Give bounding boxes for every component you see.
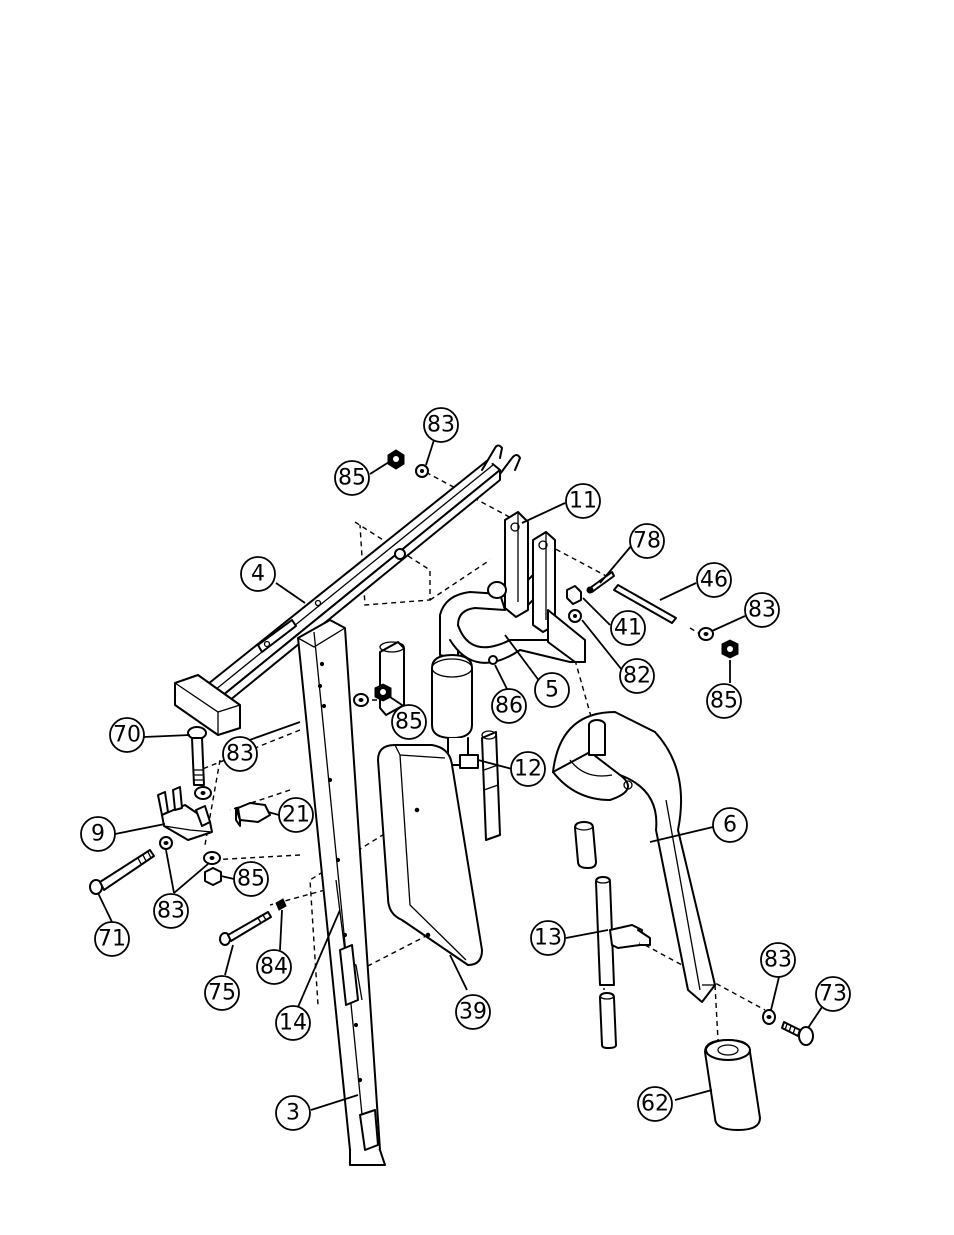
svg-text:4: 4: [251, 562, 265, 587]
callout-75: 75: [204, 975, 240, 1011]
callout-46: 46: [696, 562, 732, 598]
svg-text:83: 83: [764, 948, 792, 973]
svg-text:82: 82: [623, 664, 651, 689]
svg-text:83: 83: [226, 742, 254, 767]
upper-hardware: [387, 449, 739, 665]
part-62-roller: [704, 1039, 761, 1131]
svg-text:85: 85: [237, 867, 265, 892]
callout-62: 62: [637, 1086, 673, 1122]
svg-text:14: 14: [279, 1011, 307, 1036]
callout-83-bottom-right: 83: [760, 942, 796, 978]
svg-text:21: 21: [282, 803, 310, 828]
svg-text:41: 41: [614, 616, 642, 641]
seat-tube: [353, 641, 405, 716]
svg-text:71: 71: [98, 927, 126, 952]
callout-11: 11: [565, 483, 601, 519]
callout-78: 78: [629, 523, 665, 559]
svg-text:83: 83: [748, 598, 776, 623]
callout-86: 86: [491, 688, 527, 724]
svg-text:86: 86: [495, 694, 523, 719]
part-39-back-pad: [377, 744, 483, 966]
callout-9: 9: [80, 816, 116, 852]
left-hardware: [89, 726, 287, 946]
callout-4: 4: [240, 556, 276, 592]
svg-text:9: 9: [91, 822, 105, 847]
callout-85-right: 85: [706, 683, 742, 719]
part-11-bracket: [504, 511, 556, 633]
svg-text:39: 39: [459, 1000, 487, 1025]
svg-text:13: 13: [534, 926, 562, 951]
callout-39: 39: [455, 994, 491, 1030]
svg-text:84: 84: [260, 955, 288, 980]
right-lower-hardware: [762, 1009, 814, 1046]
callout-85-left: 85: [233, 861, 269, 897]
callout-70: 70: [109, 717, 145, 753]
callout-71: 71: [94, 921, 130, 957]
svg-text:6: 6: [723, 813, 737, 838]
callout-84: 84: [256, 949, 292, 985]
callout-14: 14: [275, 1005, 311, 1041]
svg-text:85: 85: [710, 689, 738, 714]
callout-82: 82: [619, 658, 655, 694]
callout-83-right: 83: [744, 592, 780, 628]
part-3-upright: [297, 619, 386, 1166]
callout-6: 6: [712, 807, 748, 843]
svg-text:11: 11: [569, 489, 597, 514]
svg-text:73: 73: [819, 982, 847, 1007]
callout-83-top: 83: [423, 407, 459, 443]
svg-text:83: 83: [427, 413, 455, 438]
callout-5: 5: [534, 672, 570, 708]
svg-text:75: 75: [208, 981, 236, 1006]
svg-text:5: 5: [545, 678, 559, 703]
callout-21: 21: [278, 797, 314, 833]
callout-41: 41: [610, 610, 646, 646]
svg-text:12: 12: [514, 757, 542, 782]
callout-85-mid: 85: [391, 704, 427, 740]
callout-85-top: 85: [334, 460, 370, 496]
callout-83-left-top: 83: [222, 736, 258, 772]
callout-83-left-bottom: 83: [153, 893, 189, 929]
svg-text:85: 85: [338, 466, 366, 491]
part-4-top-beam: [174, 444, 521, 736]
part-12-handle: [481, 730, 501, 841]
callout-73: 73: [815, 976, 851, 1012]
svg-text:46: 46: [700, 568, 728, 593]
callout-3: 3: [275, 1095, 311, 1131]
callout-13: 13: [530, 920, 566, 956]
svg-text:78: 78: [633, 529, 661, 554]
svg-text:62: 62: [641, 1092, 669, 1117]
callout-12: 12: [510, 751, 546, 787]
leader-lines: [97, 439, 823, 1111]
part-5-arm: [431, 581, 586, 769]
svg-text:83: 83: [157, 899, 185, 924]
svg-text:70: 70: [113, 723, 141, 748]
svg-text:3: 3: [286, 1101, 300, 1126]
part-6-leg: [552, 711, 716, 1003]
svg-text:85: 85: [395, 710, 423, 735]
